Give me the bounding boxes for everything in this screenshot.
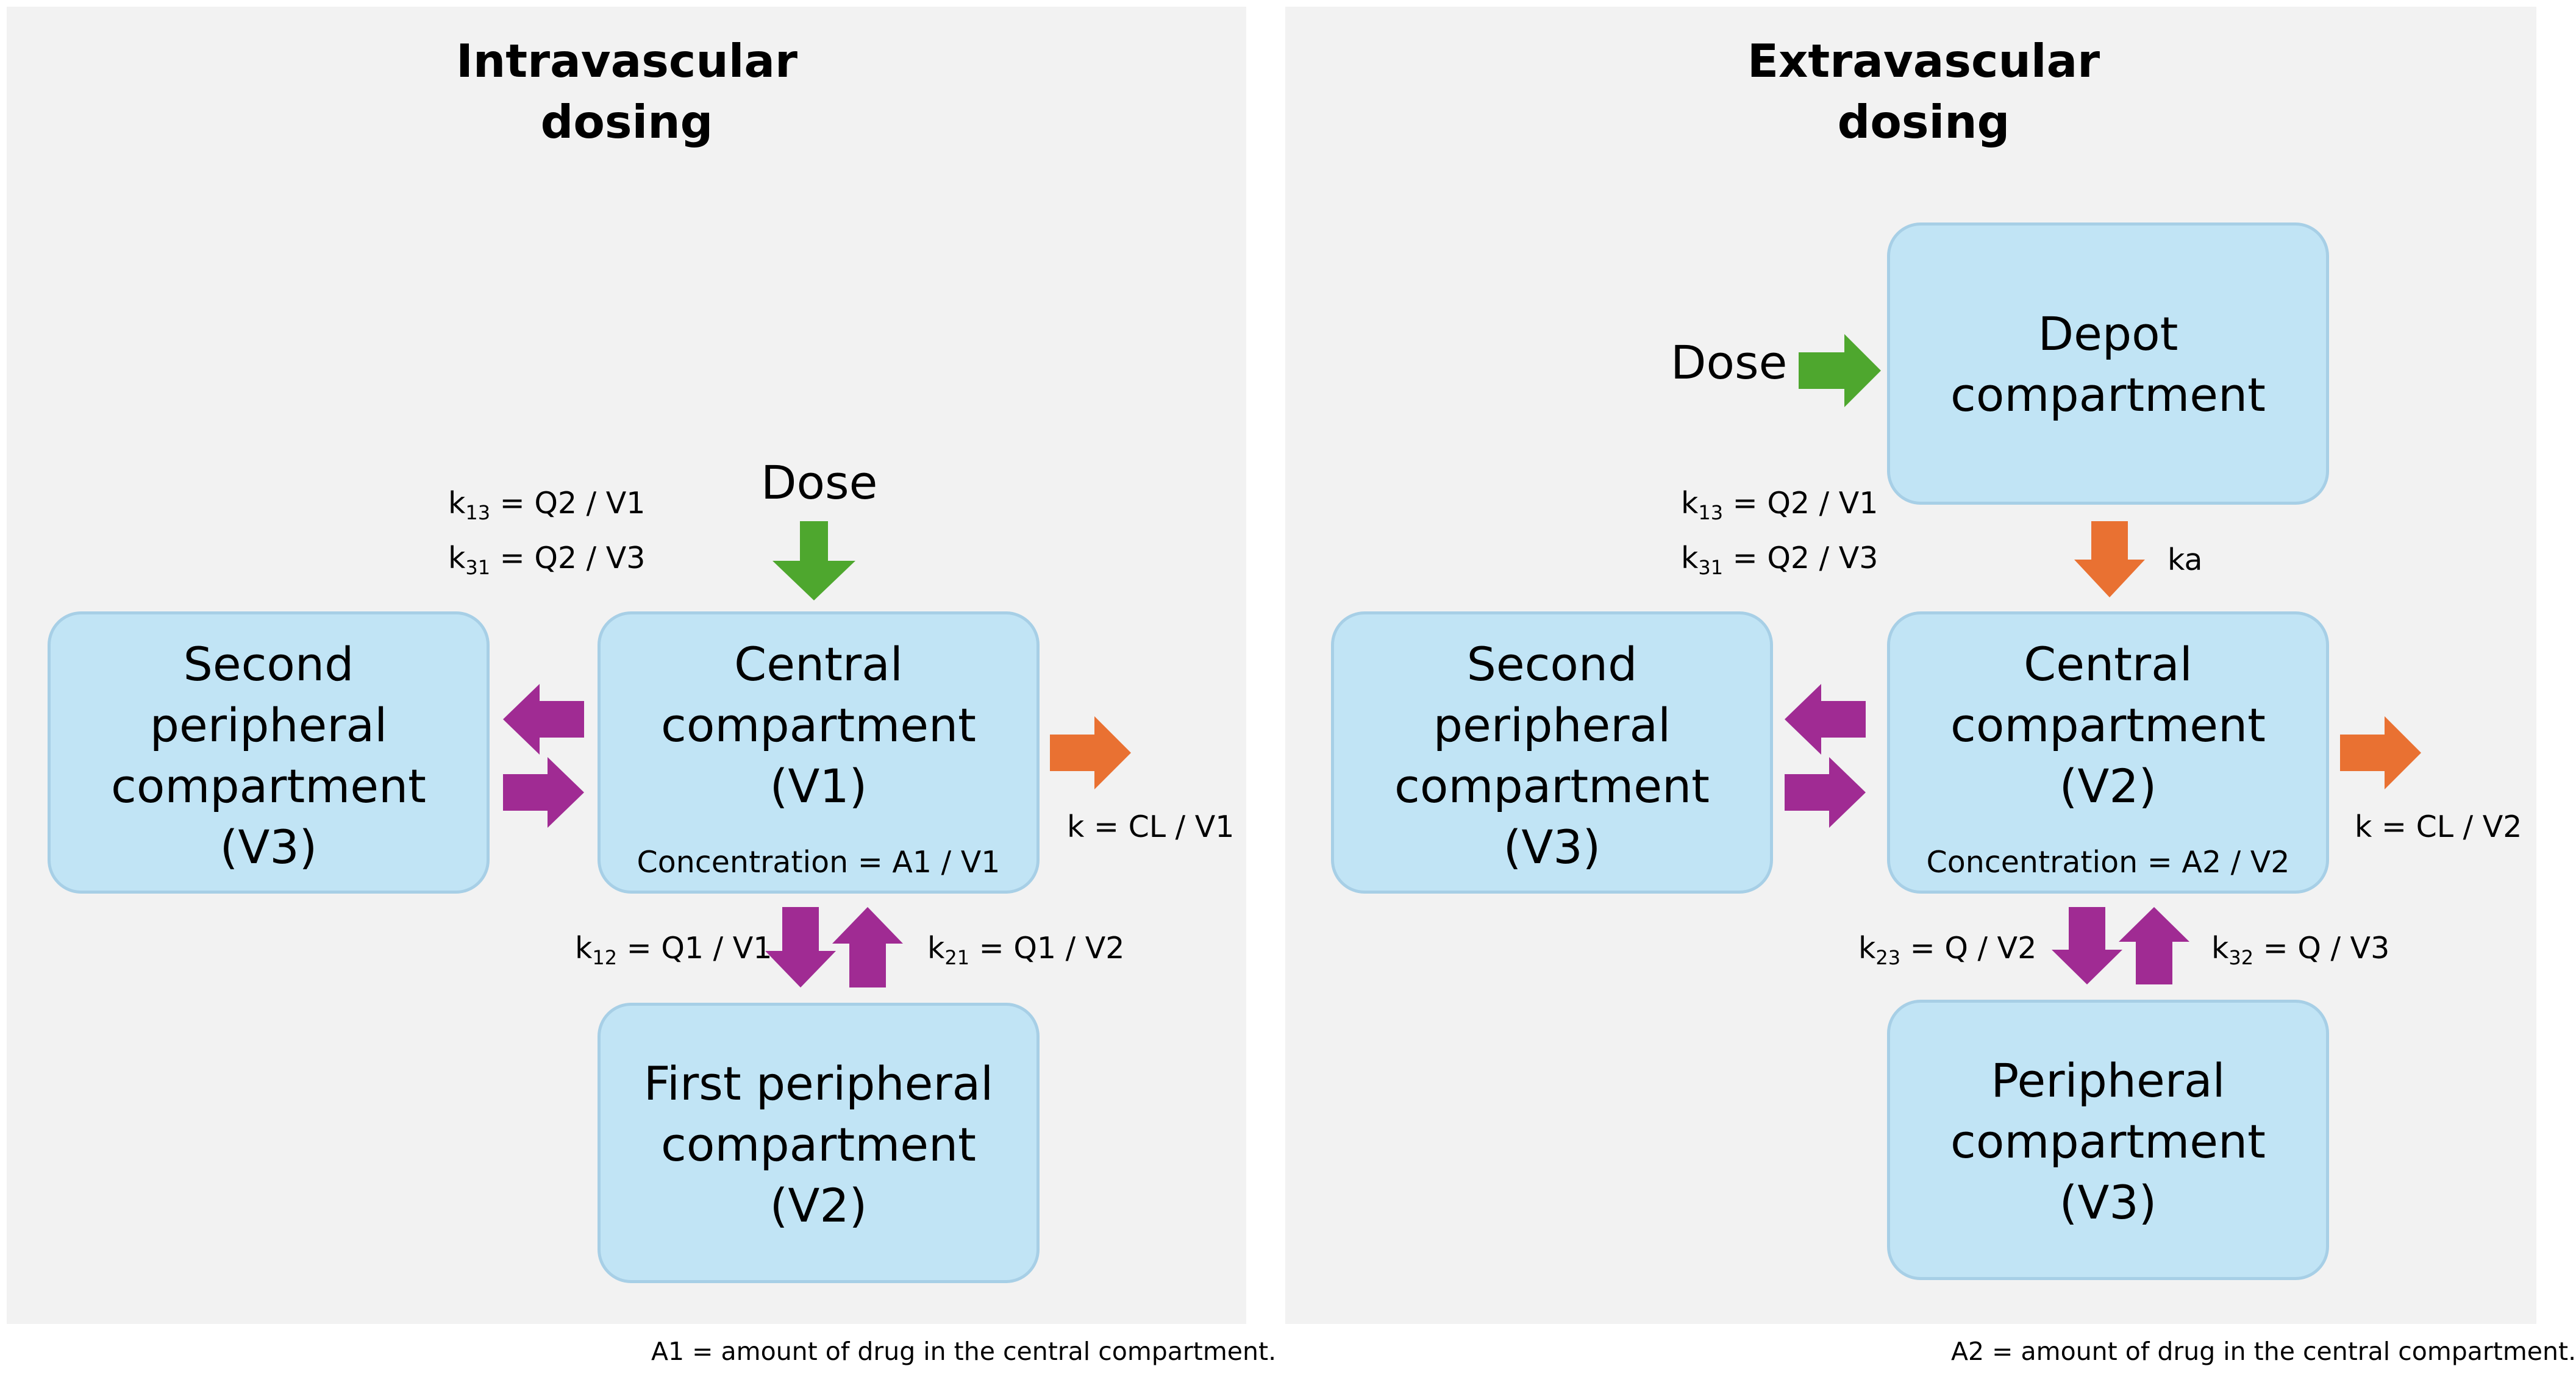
box-label-line: Second	[1466, 637, 1638, 691]
rate-subscript: 13	[1698, 501, 1724, 524]
box-label-line: (V3)	[2059, 1175, 2157, 1229]
rate-k: k	[448, 486, 466, 521]
elimination-arrow-left	[1050, 716, 1131, 789]
footnote-left: A1 = amount of drug in the central compa…	[651, 1337, 1277, 1366]
box-label-line: (V2)	[2059, 759, 2157, 813]
concentration-label: Concentration = A1 / V1	[637, 845, 1001, 880]
distribution-arrow-up-right	[2119, 907, 2189, 984]
box-label-line: (V3)	[219, 820, 318, 874]
k12-label-left: k12 = Q1 / V1	[575, 931, 772, 969]
first-peripheral-compartment-left: First peripheral compartment (V2)	[598, 1003, 1040, 1283]
rate-k: k	[2211, 931, 2229, 966]
distribution-arrow-left-in	[503, 757, 584, 828]
peripheral-compartment-right: Peripheral compartment (V3)	[1887, 1000, 2329, 1280]
rate-subscript: 13	[465, 501, 491, 524]
depot-compartment: Depot compartment	[1887, 222, 2329, 505]
footnote-right: A2 = amount of drug in the central compa…	[1951, 1337, 2576, 1366]
distribution-arrow-down-left	[765, 907, 836, 987]
rate-subscript: 23	[1875, 946, 1901, 969]
k32-label-right: k32 = Q / V3	[2211, 931, 2389, 969]
rate-expression: = Q1 / V1	[617, 931, 772, 966]
concentration-label: Concentration = A2 / V2	[1926, 845, 2290, 880]
box-label-line: (V2)	[769, 1178, 868, 1233]
rate-k: k	[1681, 486, 1699, 521]
box-label-line: Peripheral	[1991, 1053, 2225, 1108]
dose-arrow-left	[772, 521, 855, 600]
ka-label: ka	[2167, 543, 2203, 577]
distribution-arrow-left-out	[503, 684, 584, 755]
rate-k: k	[575, 931, 593, 966]
rate-k: k	[927, 931, 945, 966]
box-label-line: compartment	[1950, 698, 2266, 752]
box-label-line: Second	[183, 637, 354, 691]
elimination-label-left: k = CL / V1	[1067, 809, 1235, 844]
elimination-arrow-right	[2340, 716, 2421, 789]
k31-label-left: k31 = Q2 / V3	[448, 541, 645, 579]
second-peripheral-compartment-right: Second peripheral compartment (V3)	[1331, 611, 1773, 894]
box-label-line: (V1)	[769, 759, 868, 813]
distribution-arrow-right-out	[1785, 684, 1866, 755]
title-line: Intravascular	[455, 34, 798, 88]
dose-label-right: Dose	[1671, 335, 1788, 390]
rate-k: k	[1681, 541, 1699, 575]
title-line: Extravascular	[1747, 34, 2100, 88]
rate-expression: = Q1 / V2	[969, 931, 1125, 966]
rate-expression: = Q2 / V1	[1723, 486, 1878, 521]
rate-subscript: 12	[592, 946, 618, 969]
rate-subscript: 32	[2228, 946, 2254, 969]
central-compartment-left: Central compartment (V1) Concentration =…	[598, 611, 1040, 894]
k13-label-right: k13 = Q2 / V1	[1681, 486, 1878, 524]
box-label-line: compartment	[1950, 1114, 2266, 1169]
rate-subscript: 31	[1698, 556, 1724, 579]
central-compartment-right: Central compartment (V2) Concentration =…	[1887, 611, 2329, 894]
distribution-arrow-right-in	[1785, 757, 1866, 828]
dose-arrow-right	[1799, 334, 1881, 407]
box-label-line: First peripheral	[643, 1056, 994, 1111]
box-label-line: peripheral	[1433, 698, 1671, 752]
box-label-line: Central	[2024, 637, 2192, 691]
box-label-line: (V3)	[1503, 820, 1601, 874]
box-label-line: compartment	[111, 759, 426, 813]
box-label-line: peripheral	[149, 698, 388, 752]
box-label-line: compartment	[1950, 368, 2266, 422]
box-label-line: compartment	[1394, 759, 1710, 813]
k13-label-left: k13 = Q2 / V1	[448, 486, 645, 524]
k31-label-right: k31 = Q2 / V3	[1681, 541, 1878, 579]
intravascular-title: Intravascular dosing	[322, 30, 932, 152]
rate-expression: = Q / V2	[1900, 931, 2037, 966]
title-line: dosing	[540, 95, 713, 149]
rate-expression: = Q2 / V1	[490, 486, 646, 521]
distribution-arrow-down-right	[2052, 907, 2122, 984]
absorption-arrow	[2074, 521, 2145, 597]
rate-expression: = Q / V3	[2253, 931, 2390, 966]
box-label-line: Central	[734, 637, 903, 691]
box-label-line: Depot	[2038, 307, 2178, 361]
rate-subscript: 31	[465, 556, 491, 579]
rate-subscript: 21	[944, 946, 970, 969]
k23-label-right: k23 = Q / V2	[1858, 931, 2036, 969]
title-line: dosing	[1837, 95, 2010, 149]
rate-expression: = Q2 / V3	[1723, 541, 1878, 575]
second-peripheral-compartment-left: Second peripheral compartment (V3)	[48, 611, 490, 894]
distribution-arrow-up-left	[832, 907, 903, 987]
elimination-label-right: k = CL / V2	[2355, 809, 2522, 844]
box-label-line: compartment	[661, 698, 976, 752]
rate-expression: = Q2 / V3	[490, 541, 646, 575]
box-label-line: compartment	[661, 1117, 976, 1172]
k21-label-left: k21 = Q1 / V2	[927, 931, 1124, 969]
dose-label-left: Dose	[761, 455, 878, 510]
rate-k: k	[448, 541, 466, 575]
rate-k: k	[1858, 931, 1876, 966]
extravascular-title: Extravascular dosing	[1619, 30, 2228, 152]
